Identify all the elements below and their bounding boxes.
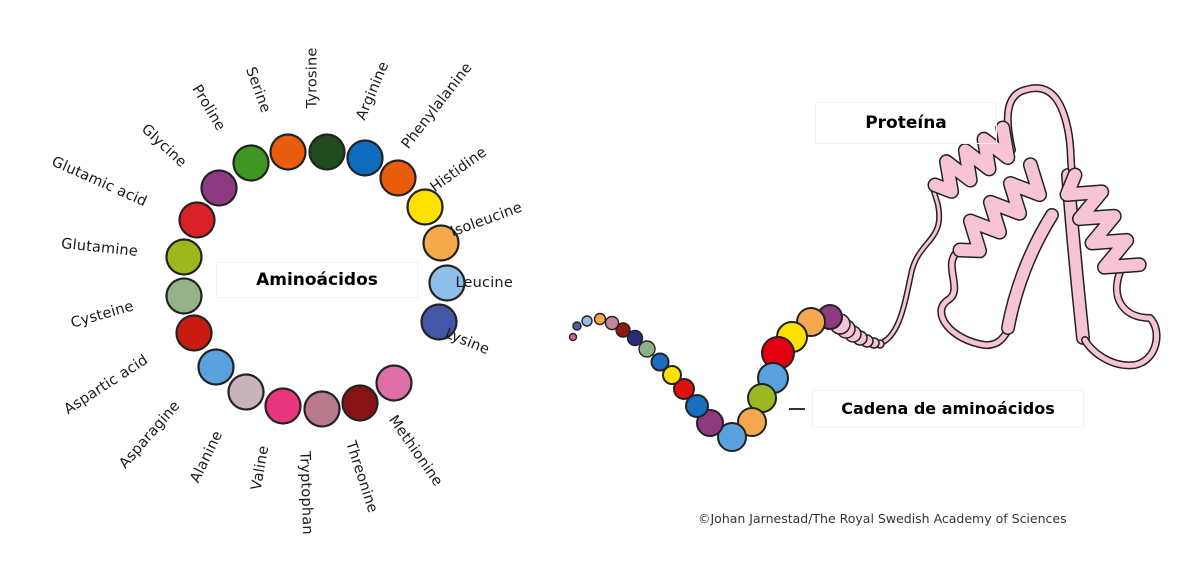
chain-bead [685,394,709,418]
amino-acid-bead-threonine [341,384,379,422]
amino-acid-bead-isoleucine [422,224,460,262]
chain-pointer-line [789,408,805,410]
chain-bead [626,329,644,347]
amino-acid-bead-alanine [227,373,265,411]
chain-bead [604,315,620,331]
amino-acid-bead-proline [232,144,270,182]
amino-acid-bead-glutamic-acid [178,201,216,239]
chain-bead [717,422,747,452]
chain-bead [572,321,582,331]
amino-acid-bead-arginine [346,139,384,177]
amino-acid-bead-asparagine [197,348,235,386]
chain-bead [673,378,695,400]
chain-bead [696,409,724,437]
amino-acid-ring [165,133,466,428]
amino-acid-bead-glutamine [165,238,203,276]
label-tryptophan: Tryptophan [296,450,316,536]
protein-ribbon [869,84,1161,370]
protein-loop-lower-left [937,246,1012,350]
protein-strand-left [1001,208,1059,335]
protein-tail-line [869,179,943,348]
protein-loop-top [1003,84,1076,174]
chain-bead [593,312,607,326]
amino-acid-bead-tyrosine [308,133,346,171]
amino-acid-bead-aspartic-acid [175,314,213,352]
protein-title: Proteína [815,102,997,144]
chain-bead [615,322,631,338]
chain-bead [638,340,656,358]
protein-helix-middle [952,157,1048,259]
amino-acid-chain [568,304,885,452]
protein-helix-left [927,120,1016,199]
label-leucine: Leucine [455,275,513,291]
protein-helix-right [1059,167,1147,275]
chain-bead [650,352,670,372]
amino-acid-bead-phenylalanine [379,159,417,197]
label-tyrosine: Tyrosine [304,47,320,109]
chain-bead [662,365,682,385]
amino-acid-bead-histidine [406,188,444,226]
amino-acid-bead-serine [269,133,307,171]
protein-loop-right [1081,268,1161,370]
aminoacids-title: Aminoácidos [216,262,418,298]
chain-bead [737,407,767,437]
amino-acid-bead-leucine [428,264,466,302]
amino-acid-bead-valine [264,387,302,425]
amino-acid-bead-glycine [200,169,238,207]
amino-acid-bead-lysine [420,303,458,341]
amino-acid-bead-methionine [375,364,413,402]
amino-acid-bead-cysteine [165,277,203,315]
chain-title: Cadena de aminoácidos [812,390,1084,428]
chain-bead [568,332,578,342]
chain-bead [581,315,593,327]
image-credit: ©Johan Jarnestad/The Royal Swedish Acade… [698,511,1067,526]
amino-acid-bead-tryptophan [303,390,341,428]
